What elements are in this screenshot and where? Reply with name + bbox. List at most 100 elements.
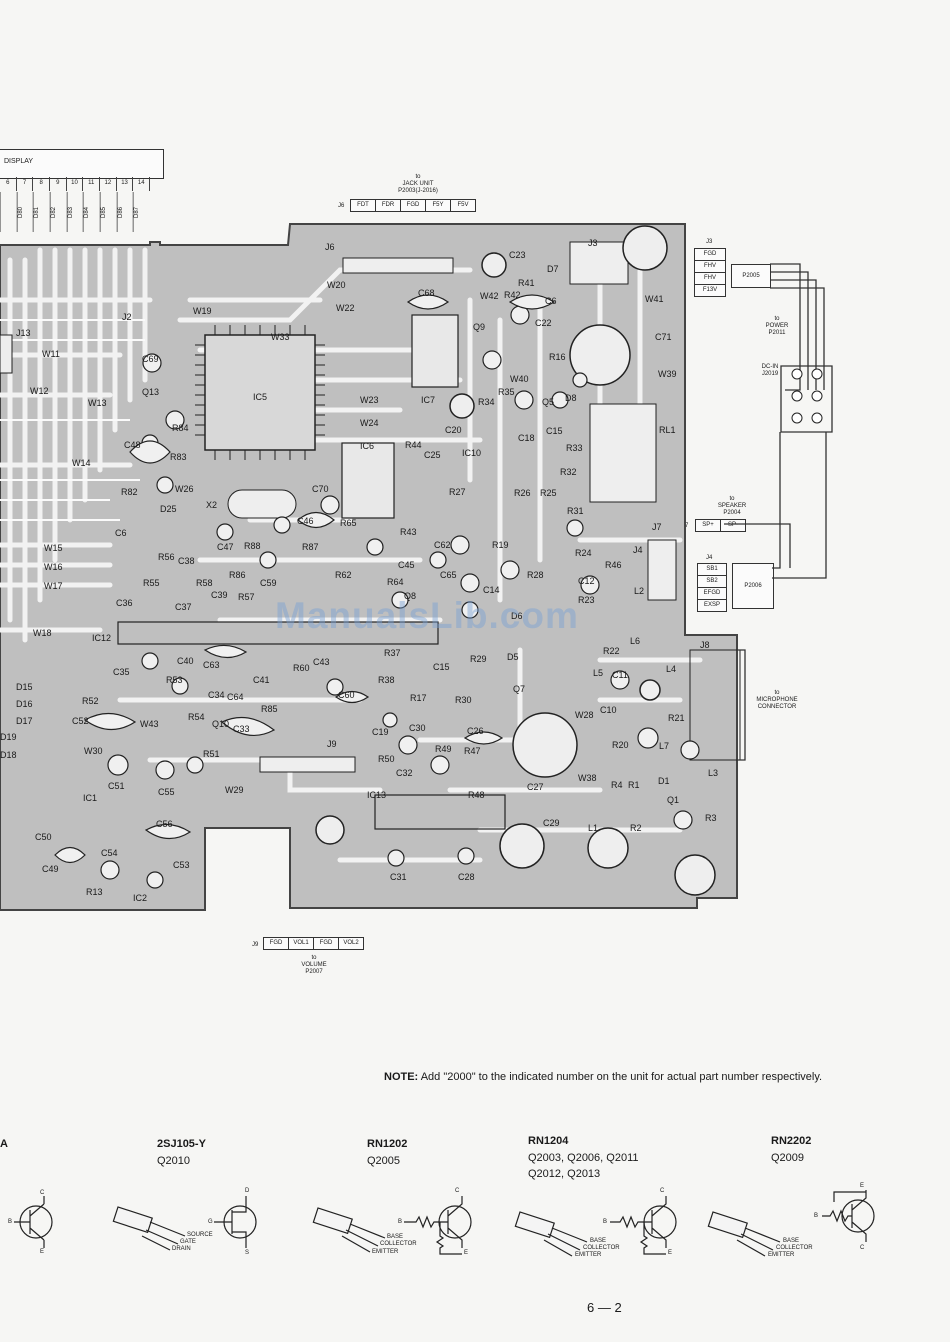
pin-letter: B <box>398 1219 403 1225</box>
component-label: W24 <box>360 418 379 428</box>
pin-letter: C <box>660 1188 665 1194</box>
pin-number: 13 <box>117 177 134 191</box>
component-label: D1 <box>658 776 670 786</box>
connector-pin: F5Y <box>426 200 451 211</box>
component-label: W13 <box>88 398 107 408</box>
connector-pin: SP- <box>727 522 738 528</box>
component-label: R44 <box>405 440 422 450</box>
pin-letter: S <box>245 1250 250 1256</box>
component-label: R34 <box>478 397 495 407</box>
pin-label: COLLECTOR <box>583 1245 620 1251</box>
connector-pin: FGD <box>401 200 426 211</box>
component-label: R62 <box>335 570 352 580</box>
note-text: Add "2000" to the indicated number on th… <box>420 1071 823 1083</box>
component-label: C33 <box>233 724 250 734</box>
component-label: D6 <box>511 611 523 621</box>
component-label: R22 <box>603 646 620 656</box>
j9-connector-table: FGD VOL1 FGD VOL2 <box>263 937 364 950</box>
component-label: C19 <box>372 727 389 737</box>
connector-pin: F5V <box>457 202 469 208</box>
component-label: R46 <box>605 560 622 570</box>
component-label: W42 <box>480 291 499 301</box>
component-label: W14 <box>72 458 91 468</box>
transistor-part: Q2010 <box>157 1155 191 1167</box>
component-label: C18 <box>518 433 535 443</box>
component-label: RL1 <box>659 425 676 435</box>
component-label: R30 <box>455 695 472 705</box>
transistor-part: Q2005 <box>367 1155 401 1167</box>
pin-number: 7 <box>17 177 34 191</box>
component-label: C32 <box>396 768 413 778</box>
component-label: R13 <box>86 887 103 897</box>
component-label: R28 <box>527 570 544 580</box>
transistor-title: A <box>0 1138 8 1150</box>
component-label: C71 <box>655 332 672 342</box>
connector-pin: SB1 <box>698 564 726 576</box>
note-label: NOTE: <box>384 1071 419 1083</box>
component-label: L3 <box>708 768 719 778</box>
component-label: C55 <box>158 787 175 797</box>
component-label: R82 <box>121 487 138 497</box>
page-number: 6 — 2 <box>587 1300 622 1315</box>
component-label: C43 <box>313 657 330 667</box>
component-label: C25 <box>424 450 441 460</box>
component-label: D25 <box>160 504 177 514</box>
component-label: R27 <box>449 487 466 497</box>
j3-connector-table: FGD FHV FHV F13V <box>694 248 726 297</box>
component-label: W33 <box>271 332 290 342</box>
display-connector-header: DISPLAY <box>0 149 164 179</box>
j7-connector-table: SP+ SP- <box>695 519 746 532</box>
component-label: Q10 <box>212 719 230 729</box>
component-label: R83 <box>170 452 187 462</box>
component-label: J13 <box>16 328 31 338</box>
component-label: R87 <box>302 542 319 552</box>
component-label: Q9 <box>473 322 486 332</box>
component-label: R1 <box>628 780 640 790</box>
component-label: D18 <box>0 750 17 760</box>
component-label: R38 <box>378 675 395 685</box>
connector-pin: FHV <box>695 273 725 285</box>
component-label: IC2 <box>133 893 148 903</box>
pin-number: 8 <box>33 177 51 191</box>
component-label: W40 <box>510 374 529 384</box>
component-label: W19 <box>193 306 212 316</box>
component-label: Q13 <box>142 387 160 397</box>
connector-pin: FHV <box>695 261 725 273</box>
component-label: R19 <box>492 540 509 550</box>
component-label: D17 <box>16 716 33 726</box>
component-label: C63 <box>203 660 220 670</box>
component-label: R86 <box>229 570 246 580</box>
component-label: R24 <box>575 548 592 558</box>
transistor-part: Q2012, Q2013 <box>528 1168 601 1180</box>
pin-label: DRAIN <box>172 1246 191 1252</box>
connector-pin: SB2 <box>698 576 726 588</box>
j3-connector-id: J3 <box>706 239 713 245</box>
connector-pin: FGD <box>264 938 289 949</box>
component-label: C45 <box>398 560 415 570</box>
component-label: C48 <box>124 440 141 450</box>
component-label: R43 <box>400 527 417 537</box>
component-label: C30 <box>409 723 426 733</box>
component-label: W23 <box>360 395 379 405</box>
connector-pin: VOL1 <box>289 938 314 949</box>
j6-connector-id: J6 <box>338 203 345 209</box>
component-label: L5 <box>593 668 604 678</box>
transistor-title: 2SJ105-Y <box>157 1138 206 1150</box>
transistor-title: RN2202 <box>771 1135 812 1147</box>
component-label: R52 <box>82 696 99 706</box>
component-label: W38 <box>578 773 597 783</box>
component-label: R53 <box>166 675 183 685</box>
j6-connector-table: FDT FDR FGD F5Y F5V <box>350 199 476 212</box>
component-label: C56 <box>156 819 173 829</box>
component-label: C60 <box>338 690 355 700</box>
component-label: IC7 <box>421 395 436 405</box>
component-label: W18 <box>33 628 52 638</box>
component-label: J2 <box>122 312 132 322</box>
component-label: L1 <box>588 823 599 833</box>
component-label: W28 <box>575 710 594 720</box>
pin-letter: B <box>603 1219 608 1225</box>
component-label: W39 <box>658 369 677 379</box>
